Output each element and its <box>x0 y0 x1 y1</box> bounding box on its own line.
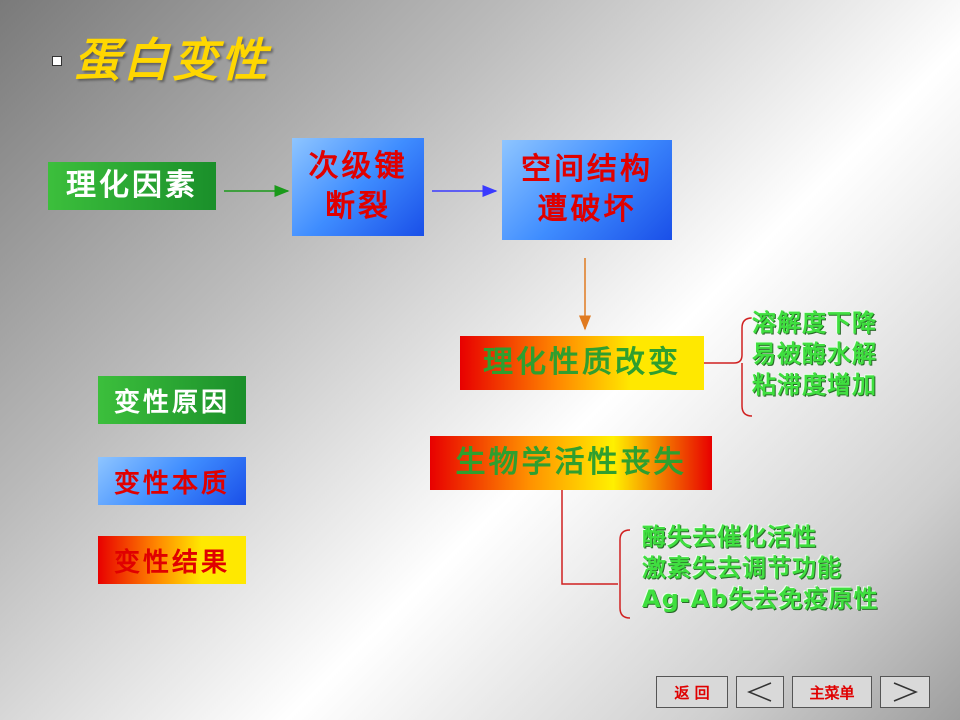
property-effect-item: 易被酶水解 <box>752 340 877 368</box>
property-change-box: 理化性质改变 <box>460 336 704 390</box>
title-bullet <box>52 56 62 66</box>
legend-essence: 变性本质 <box>98 457 246 505</box>
activity-effect-item: 激素失去调节功能 <box>642 554 842 582</box>
activity-effects-list: 酶失去催化活性 激素失去调节功能 Ag-Ab失去免疫原性 <box>642 522 878 615</box>
next-button[interactable] <box>880 676 930 708</box>
property-effects-list: 溶解度下降 易被酶水解 粘滞度增加 <box>752 308 877 401</box>
structure-line2: 遭破坏 <box>537 192 637 227</box>
legend-result: 变性结果 <box>98 536 246 584</box>
bracket-activity-effects <box>561 490 631 619</box>
structure-box: 空间结构 遭破坏 <box>502 140 672 240</box>
bond-break-box: 次级键 断裂 <box>292 138 424 236</box>
triangle-left-icon <box>747 682 772 702</box>
menu-button[interactable]: 主菜单 <box>792 676 872 708</box>
prev-button[interactable] <box>736 676 784 708</box>
legend-cause: 变性原因 <box>98 376 246 424</box>
legend-result-label: 变性结果 <box>113 547 230 578</box>
back-button-label: 返 回 <box>674 683 710 702</box>
property-change-label: 理化性质改变 <box>483 345 681 380</box>
factor-box: 理化因素 <box>48 162 216 210</box>
activity-loss-label: 生物学活性丧失 <box>455 445 687 480</box>
structure-line1: 空间结构 <box>521 152 653 187</box>
activity-effect-item: Ag-Ab失去免疫原性 <box>642 585 879 613</box>
bond-break-line1: 次级键 <box>308 149 408 184</box>
slide-title: 蛋白变性 <box>74 33 270 87</box>
bond-break-line2: 断裂 <box>325 189 391 224</box>
triangle-right-icon <box>893 682 918 702</box>
property-effect-item: 溶解度下降 <box>752 309 877 337</box>
bracket-property-effects <box>704 317 753 417</box>
activity-effect-item: 酶失去催化活性 <box>642 523 817 551</box>
factor-label: 理化因素 <box>66 168 198 203</box>
activity-loss-box: 生物学活性丧失 <box>430 436 712 490</box>
back-button[interactable]: 返 回 <box>656 676 728 708</box>
legend-essence-label: 变性本质 <box>113 468 230 499</box>
legend-cause-label: 变性原因 <box>113 387 230 418</box>
property-effect-item: 粘滞度增加 <box>752 371 877 399</box>
menu-button-label: 主菜单 <box>809 683 855 702</box>
